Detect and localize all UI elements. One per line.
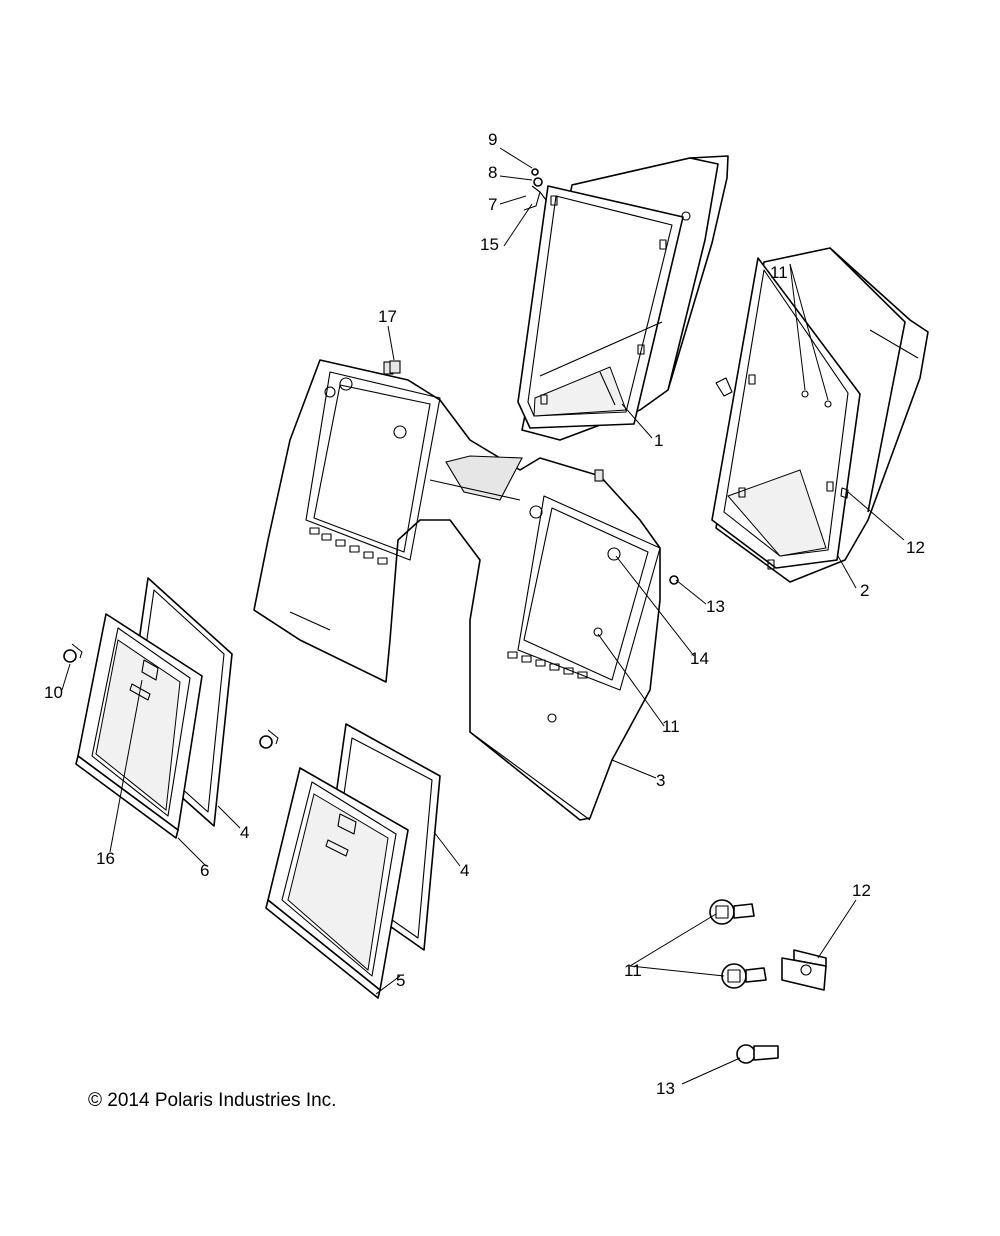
callout-15: 15 [480, 235, 499, 254]
callout-14: 14 [690, 649, 709, 668]
push-rivet-13 [736, 1044, 779, 1064]
callout-13: 13 [656, 1079, 675, 1098]
callout-4: 4 [240, 823, 249, 842]
callout-11: 11 [770, 263, 788, 282]
push-rivet-13-installed [669, 575, 679, 585]
leader-lines [61, 147, 905, 1085]
callout-11: 11 [662, 717, 680, 736]
callout-5: 5 [396, 971, 405, 990]
latch-clip-center [259, 729, 279, 749]
callout-2: 2 [860, 581, 869, 600]
bolt-11-lower [721, 963, 767, 989]
copyright-notice: © 2014 Polaris Industries Inc. [88, 1090, 337, 1111]
callout-8: 8 [488, 163, 497, 182]
callout-13: 13 [706, 597, 725, 616]
callout-10: 10 [44, 683, 63, 702]
callout-1: 1 [654, 431, 663, 450]
clip-nut-12 [781, 949, 827, 991]
callout-7: 7 [488, 195, 497, 214]
bolt-11-upper [709, 899, 755, 925]
storage-bin-1 [517, 155, 729, 441]
fastener-9-8-7-15 [523, 168, 547, 211]
callout-labels: 9 8 7 15 17 11 1 12 2 13 14 11 3 10 4 16… [44, 130, 925, 1098]
clip-17 [389, 360, 401, 374]
callout-6: 6 [200, 861, 209, 880]
callout-17: 17 [378, 307, 397, 326]
callout-11: 11 [624, 961, 642, 980]
dash-panel-3 [253, 359, 661, 821]
lid-assembly-left [75, 577, 233, 839]
latch-clip-10 [63, 643, 83, 663]
storage-bin-2 [711, 247, 929, 583]
callout-12: 12 [852, 881, 871, 900]
callout-16: 16 [96, 849, 115, 868]
callout-4: 4 [460, 861, 469, 880]
lid-assembly-right [265, 723, 441, 999]
callout-3: 3 [656, 771, 665, 790]
callout-9: 9 [488, 130, 497, 149]
callout-12: 12 [906, 538, 925, 557]
